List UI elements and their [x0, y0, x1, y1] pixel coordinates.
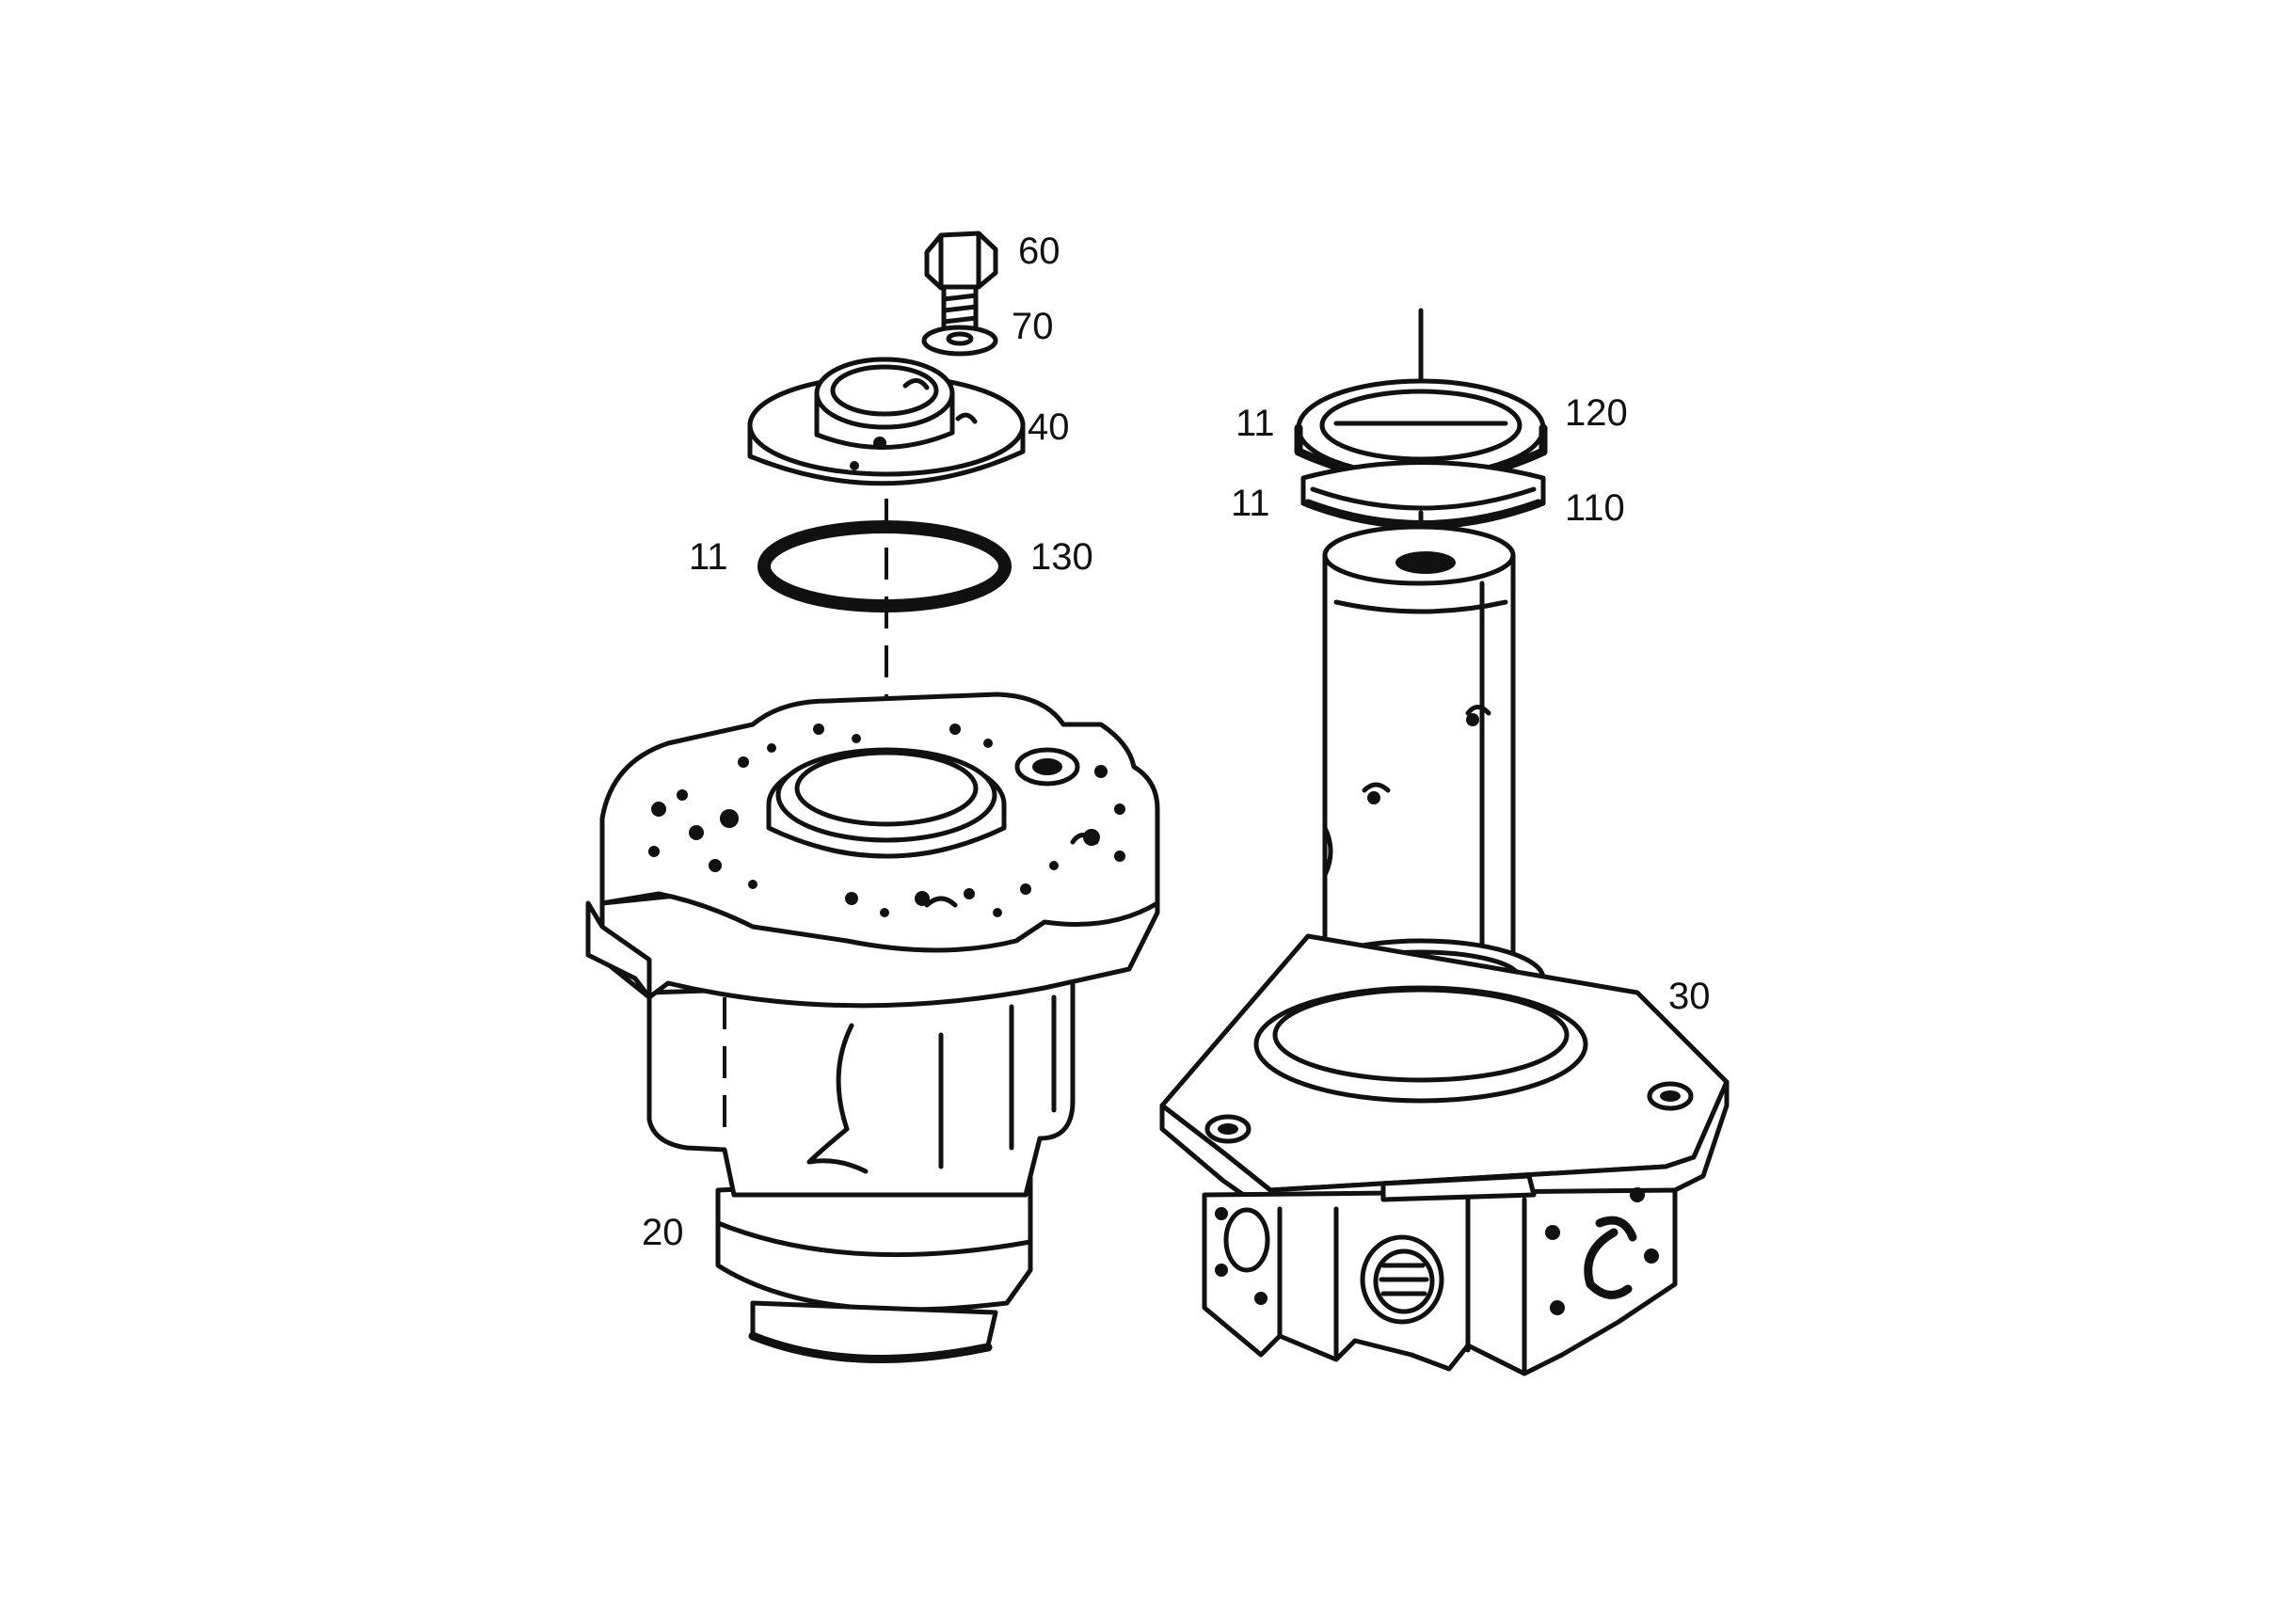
shaft-base-part-30	[1159, 524, 1730, 1376]
label-part-110: 110	[1565, 487, 1625, 529]
label-part-120: 120	[1565, 392, 1628, 434]
label-part-40: 40	[1028, 406, 1070, 448]
o-ring-part-130	[757, 520, 1012, 612]
seal-ring-part-110	[1300, 460, 1546, 530]
label-part-70: 70	[1012, 306, 1054, 347]
label-part-11-upper: 11	[1236, 403, 1275, 444]
label-part-30: 30	[1668, 976, 1711, 1017]
washer-part-70	[921, 325, 998, 357]
label-part-130: 130	[1030, 536, 1093, 578]
label-part-20: 20	[642, 1212, 684, 1253]
label-part-60: 60	[1018, 231, 1060, 272]
label-part-11-left: 11	[689, 536, 728, 578]
right-assembly	[1159, 308, 1730, 1376]
flanged-cap-part-40	[747, 357, 1026, 486]
part-labels: 60 70 40 11 130 11 120 11 110 30 20	[642, 231, 1711, 1253]
left-assembly	[585, 231, 1160, 1363]
ring-part-120	[1294, 378, 1548, 485]
label-part-11-lower: 11	[1231, 483, 1270, 524]
housing-part-20	[585, 692, 1160, 1363]
